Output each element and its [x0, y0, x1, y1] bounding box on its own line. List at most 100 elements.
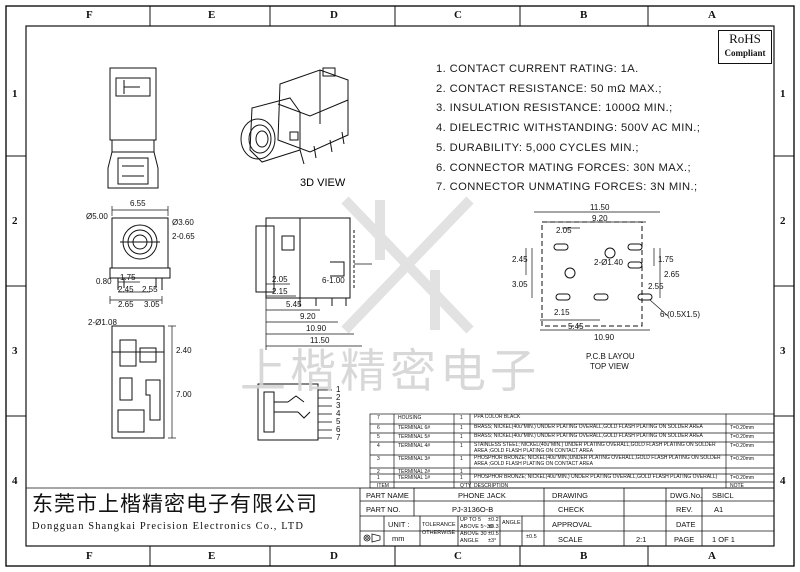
- pcb-layout-label: P.C.B LAYOU: [586, 352, 635, 361]
- dim-label: 11.50: [310, 336, 330, 345]
- watermark-text: 上楷精密电子: [240, 344, 540, 398]
- dim-label: 2.55: [142, 285, 158, 294]
- approval-label: APPROVAL: [552, 520, 592, 529]
- grid-row-4: 4: [12, 475, 18, 487]
- spec-item: 4. DIELECTRIC WITHSTANDING: 500V AC MIN.…: [436, 122, 701, 135]
- angle-tol: ±0.5: [526, 534, 537, 540]
- grid-col-f: F: [86, 9, 93, 21]
- dim-label: 3.05: [144, 300, 160, 309]
- bom-cell: 3: [377, 456, 380, 462]
- dim-label: 2.15: [272, 287, 288, 296]
- dim-label: 3.05: [512, 280, 528, 289]
- bom-cell: 7: [377, 415, 380, 421]
- side-section-view: [255, 217, 372, 350]
- company-name-en: Dongguan Shangkai Precision Electronics …: [32, 521, 305, 532]
- dim-label: 2-Ø1.08: [88, 318, 117, 327]
- unit-label: UNIT :: [388, 520, 410, 529]
- pin-schematic: [257, 383, 332, 441]
- part-no-label: PART NO.: [366, 505, 401, 514]
- dim-label: 7.00: [176, 390, 192, 399]
- dim-label: 2.65: [664, 270, 680, 279]
- pin-label: 4: [336, 409, 341, 418]
- bom-cell: 6: [377, 425, 380, 431]
- dim-label: 11.50: [590, 203, 610, 212]
- angle-value: ±3°: [488, 538, 497, 544]
- dim-label: 9.20: [592, 214, 608, 223]
- grid-col-a: A: [708, 9, 716, 21]
- bom-cell: T=0.20mm: [730, 475, 755, 481]
- side-view-top: [107, 67, 159, 189]
- grid-col-a-bottom: A: [708, 550, 716, 562]
- rohs-sub: Compliant: [724, 48, 766, 58]
- part-name-value: PHONE JACK: [458, 491, 506, 500]
- dim-label: 1.75: [658, 255, 674, 264]
- pcb-layout: [525, 211, 669, 331]
- bom-cell: 1: [460, 415, 463, 421]
- dim-label: 0.80: [96, 277, 112, 286]
- grid-row-3-right: 3: [780, 345, 786, 357]
- dim-label: 2.45: [512, 255, 528, 264]
- bom-header-cell: NOTE: [730, 483, 744, 489]
- spec-item: 1. CONTACT CURRENT RATING: 1A.: [436, 63, 639, 75]
- bom-cell: PHOSPHOR BRONZE; NICKEL(40u"MIN.)UNDER P…: [474, 455, 721, 467]
- dwg-no-label: DWG.No.: [670, 491, 703, 500]
- grid-col-b-bottom: B: [580, 550, 588, 562]
- bom-cell: 1: [460, 425, 463, 431]
- dim-label: 6-(0.5X1.5): [660, 310, 701, 319]
- spec-item: 3. INSULATION RESISTANCE: 1000Ω MIN.;: [436, 102, 673, 115]
- rev-label: REV.: [676, 505, 693, 514]
- angle-label-2: ANGLE: [502, 520, 521, 526]
- spec-item: 7. CONNECTOR UNMATING FORCES: 3N MIN.;: [436, 181, 698, 194]
- check-label: CHECK: [558, 505, 585, 514]
- bom-cell: 1: [460, 475, 463, 481]
- unit-value: mm: [392, 534, 405, 543]
- bottom-view: [111, 325, 176, 439]
- bom-cell: TERMINAL 6#: [398, 425, 431, 431]
- bom-cell: TERMINAL 1#: [398, 475, 431, 481]
- bom-header-cell: Q'TY: [460, 483, 472, 489]
- page-value: 1 OF 1: [712, 535, 735, 544]
- drawing-label: DRAWING: [552, 491, 588, 500]
- pin-label: 6: [336, 425, 341, 434]
- bom-cell: 1: [460, 456, 463, 462]
- dim-label: 5.45: [286, 300, 302, 309]
- grid-col-d: D: [330, 9, 338, 21]
- bom-cell: T=0.20mm: [730, 434, 755, 440]
- bom-cell: PHOSPHOR BRONZE; NICKEL(40u"MIN.) UNDER …: [474, 474, 718, 480]
- bom-cell: 4: [377, 443, 380, 449]
- spec-item: 2. CONTACT RESISTANCE: 50 mΩ MAX.;: [436, 82, 662, 95]
- dim-label: 5.45: [568, 322, 584, 331]
- top-view-label: TOP VIEW: [590, 362, 629, 371]
- bom-cell: 1: [460, 469, 463, 475]
- scale-label: SCALE: [558, 535, 583, 544]
- title-block: [26, 487, 775, 547]
- tol-range: ABOVE 5~30: [460, 524, 493, 530]
- grid-row-4-right: 4: [780, 475, 786, 487]
- bom-cell: BRASS; NICKEL(40u"MIN.) UNDER PLATING OV…: [474, 424, 703, 430]
- dim-label: 6.55: [130, 199, 146, 208]
- bom-cell: 5: [377, 434, 380, 440]
- part-name-label: PART NAME: [366, 491, 409, 500]
- grid-col-e-bottom: E: [208, 550, 216, 562]
- grid-col-c-bottom: C: [454, 550, 462, 562]
- tolerance-label-2: OTHERWISE: [422, 530, 456, 536]
- dim-label: 1.75: [120, 273, 136, 282]
- pin-label: 7: [336, 433, 341, 442]
- dim-label: 9.20: [300, 312, 316, 321]
- tolerance-label: TOLERANCE: [422, 522, 456, 528]
- grid-col-e: E: [208, 9, 216, 21]
- rohs-title: RoHS: [729, 31, 761, 46]
- bom-cell: BRASS; NICKEL(40u"MIN.) UNDER PLATING OV…: [474, 433, 703, 439]
- dim-label: 2.55: [648, 282, 664, 291]
- bom-cell: 1: [377, 475, 380, 481]
- dim-label: 10.90: [306, 324, 327, 333]
- rev-value: A1: [714, 505, 724, 514]
- company-name-cn: 东莞市上楷精密电子有限公司: [32, 492, 318, 516]
- front-view: [109, 206, 171, 304]
- zone-ticks: [6, 6, 794, 566]
- spec-list: 1. CONTACT CURRENT RATING: 1A. 2. CONTAC…: [436, 60, 736, 198]
- dim-label: 2-Ø1.40: [594, 258, 623, 267]
- grid-row-2: 2: [12, 215, 18, 227]
- bom-cell: TERMINAL 4#: [398, 443, 431, 449]
